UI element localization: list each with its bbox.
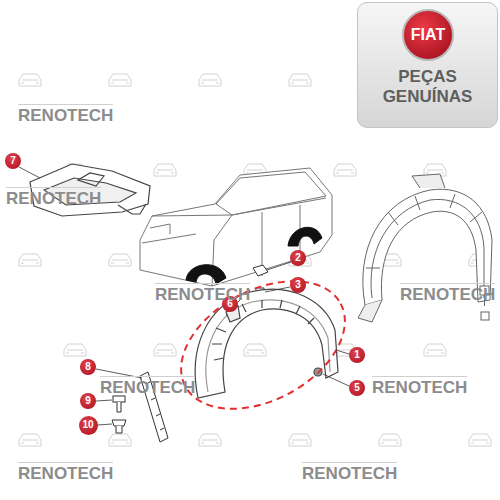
fender-liner [195,289,338,398]
car-icon [64,344,86,356]
car-icon [199,434,221,446]
callout-number: 3 [290,277,306,293]
callout-label: 2 [295,253,301,263]
car-icon [109,74,131,86]
callout-label: 1 [354,350,360,360]
callout-label: 3 [295,280,301,290]
callout-label: 7 [10,156,16,166]
car-icon [469,434,491,446]
car-icon [19,74,41,86]
car-icon [289,434,311,446]
watermark-text: RENOTECH [100,376,195,398]
callout-number: 2 [290,250,306,266]
callout-label: 5 [354,383,360,393]
callout-label: 10 [82,420,93,430]
car-icon [19,434,41,446]
car-icon [154,164,176,176]
car-icon [244,344,266,356]
watermark-icons [19,74,491,446]
watermark-text: RENOTECH [6,187,101,209]
callout-number: 5 [349,380,365,396]
car-icon [289,74,311,86]
car-icon [109,254,131,266]
watermark-text: RENOTECH [18,462,113,484]
callout-number: 9 [80,393,96,409]
callout-number: 1 [349,347,365,363]
watermark-text: RENOTECH [155,283,250,305]
callout-number: 7 [5,153,21,169]
watermark-text: RENOTECH [302,462,397,484]
brand-badge: FIAT [402,9,454,61]
callout-number: 10 [79,416,98,435]
callout-label: 9 [85,396,91,406]
watermark-text: RENOTECH [400,283,495,305]
watermark-text: RENOTECH [18,104,113,126]
car-icon [334,164,356,176]
brand-caption: PEÇAS GENUÍNAS [358,67,497,106]
car-icon [379,434,401,446]
callout-label: 8 [85,362,91,372]
car-icon [424,344,446,356]
car-icon [199,74,221,86]
brand-panel: PEÇAS GENUÍNAS FIAT [357,2,498,128]
car-icon [154,344,176,356]
car-icon [19,254,41,266]
callout-number: 8 [80,359,96,375]
brand-name: FIAT [411,26,445,44]
car-icon [109,434,131,446]
car-view [140,168,332,286]
watermark-text: RENOTECH [372,376,467,398]
